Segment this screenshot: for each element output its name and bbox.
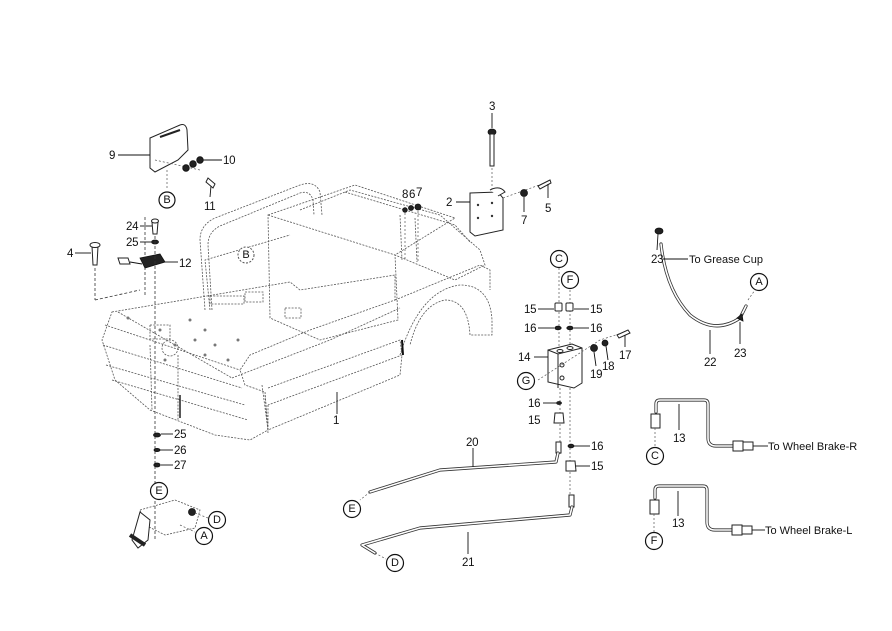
pedal-assembly	[128, 432, 209, 549]
wheel-brake-lines	[649, 398, 768, 536]
callout-10: 10	[223, 155, 235, 167]
ref-b-body: B	[237, 246, 255, 264]
svg-text:G: G	[522, 375, 531, 387]
ref-e-line: E	[342, 499, 362, 519]
svg-text:B: B	[242, 249, 249, 261]
callout-3: 3	[489, 101, 495, 113]
callout-9: 9	[109, 150, 115, 162]
callout-20: 20	[466, 437, 478, 449]
callout-17: 17	[619, 350, 631, 362]
callout-22: 22	[704, 357, 716, 369]
callout-15a: 15	[524, 304, 536, 316]
ref-b-bracket: B	[158, 191, 176, 209]
callout-2: 2	[446, 197, 452, 209]
svg-text:A: A	[200, 530, 208, 542]
annotations: To Grease Cup To Wheel Brake-R To Wheel …	[689, 254, 857, 537]
vehicle-body	[101, 183, 493, 441]
callout-13a: 13	[673, 433, 685, 445]
callout-26: 26	[174, 445, 186, 457]
ref-g-block: G	[516, 371, 536, 391]
callout-labels: 1 2 3 4 5 6 7 7 8 9 10 11 12 13 13 14 15…	[67, 101, 747, 569]
svg-text:E: E	[155, 485, 162, 497]
callout-7a: 7	[416, 187, 422, 199]
callout-5: 5	[545, 203, 551, 215]
annotation-wheel-brake-r: To Wheel Brake-R	[768, 441, 857, 453]
svg-text:E: E	[348, 503, 355, 515]
ref-d-line: D	[385, 553, 405, 573]
ref-a-grease: A	[749, 272, 769, 292]
valve-block-assembly	[534, 268, 631, 508]
ref-e-pedal: E	[149, 481, 169, 501]
callout-1: 1	[333, 415, 339, 427]
svg-text:A: A	[755, 276, 763, 288]
callout-25a: 25	[126, 237, 138, 249]
callout-16c: 16	[528, 398, 540, 410]
svg-text:F: F	[567, 274, 574, 286]
callout-15c: 15	[528, 415, 540, 427]
callout-27: 27	[174, 460, 186, 472]
svg-text:D: D	[213, 514, 221, 526]
callout-4: 4	[67, 248, 74, 260]
callout-25b: 25	[174, 429, 186, 441]
svg-text:B: B	[163, 194, 170, 206]
callout-23a: 23	[651, 254, 663, 266]
callout-16a: 16	[524, 323, 536, 335]
annotation-wheel-brake-l: To Wheel Brake-L	[765, 525, 852, 537]
svg-text:C: C	[651, 450, 659, 462]
svg-text:F: F	[651, 535, 658, 547]
ref-a-pedal: A	[194, 526, 214, 546]
callout-19: 19	[590, 369, 602, 381]
ref-c-brake: C	[645, 446, 665, 466]
control-parts	[75, 218, 178, 540]
callout-16b: 16	[590, 323, 602, 335]
callout-8: 8	[402, 189, 408, 201]
callout-24: 24	[126, 221, 139, 233]
callout-15b: 15	[590, 304, 602, 316]
callout-16d: 16	[591, 441, 603, 453]
ref-f-block: F	[560, 270, 580, 290]
callout-18: 18	[602, 361, 614, 373]
callout-23b: 23	[734, 348, 746, 360]
reference-markers: B B C F G A C F E D E D A	[149, 191, 769, 573]
annotation-grease-cup: To Grease Cup	[689, 254, 763, 266]
callout-11: 11	[204, 201, 215, 213]
callout-7b: 7	[521, 215, 527, 227]
callout-15d: 15	[591, 461, 603, 473]
svg-text:D: D	[391, 557, 399, 569]
callout-12: 12	[179, 258, 191, 270]
callout-14: 14	[518, 352, 531, 364]
brake-lines	[359, 448, 574, 560]
svg-text:C: C	[555, 253, 563, 265]
ref-c-block: C	[549, 249, 569, 269]
callout-13b: 13	[672, 518, 684, 530]
bracket-assembly	[118, 124, 222, 295]
ref-d-pedal: D	[207, 510, 227, 530]
callout-21: 21	[462, 557, 474, 569]
hinge-assembly	[402, 113, 552, 262]
grease-line	[654, 227, 756, 354]
ref-f-brake: F	[644, 531, 664, 551]
callout-6: 6	[409, 189, 415, 201]
